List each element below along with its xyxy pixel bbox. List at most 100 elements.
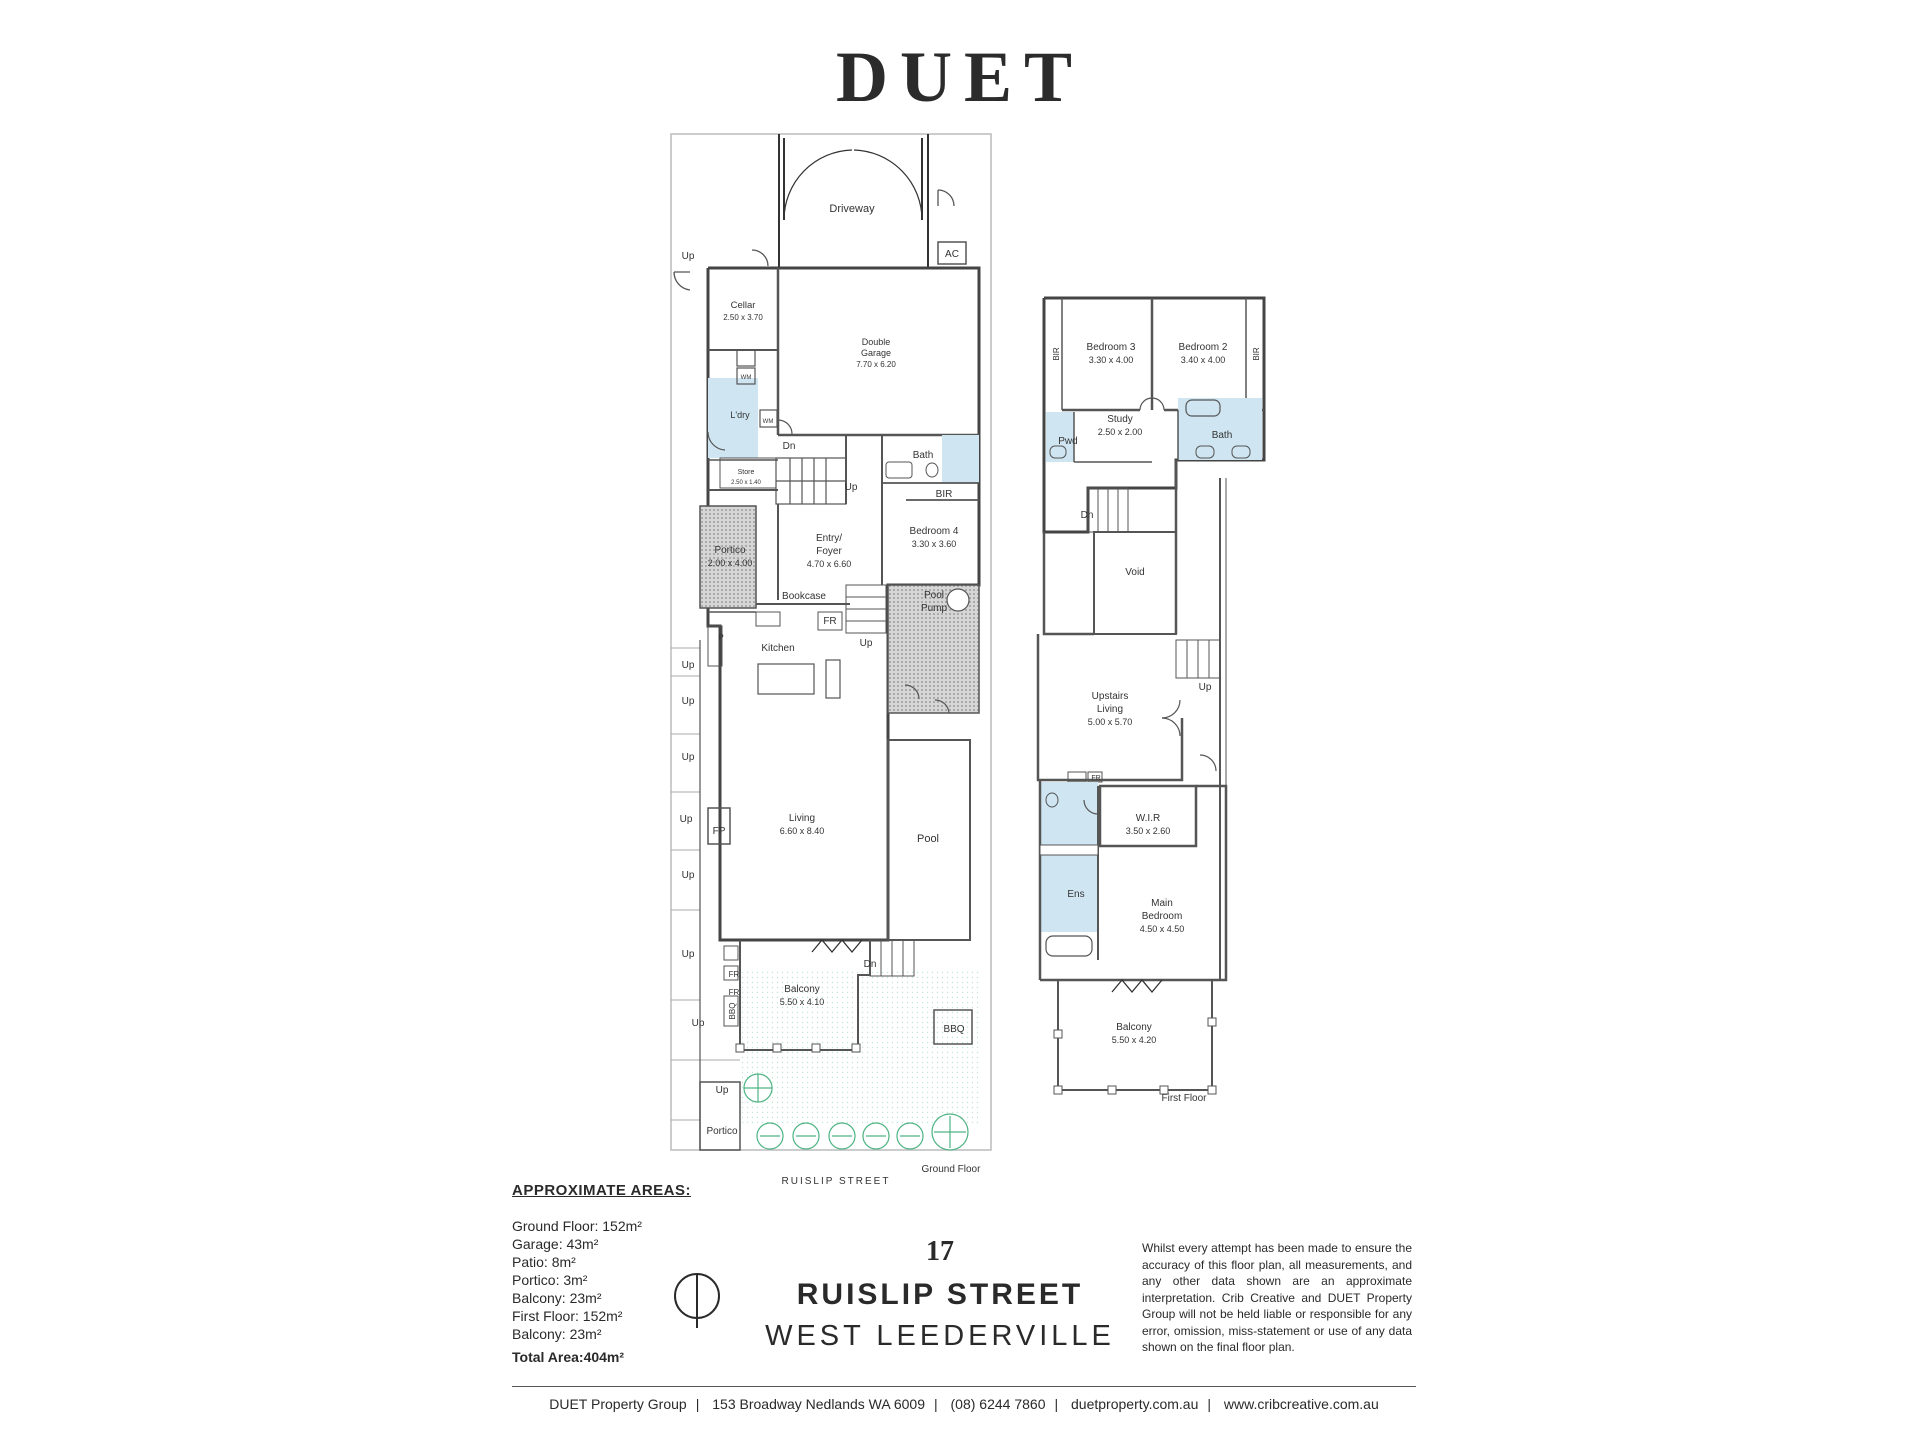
label-p: P bbox=[718, 633, 723, 642]
label-entry-1: Entry/ bbox=[816, 533, 842, 544]
ground-floor bbox=[670, 133, 992, 1151]
kitchen-island bbox=[757, 663, 815, 695]
label-pool: Pool bbox=[917, 833, 939, 845]
bbq-box bbox=[933, 1009, 973, 1045]
void bbox=[1093, 531, 1177, 635]
label-side-up: Up bbox=[682, 752, 695, 763]
label-ff-balcony-dims: 5.50 x 4.20 bbox=[1112, 1035, 1157, 1045]
pwd-wet bbox=[1046, 412, 1074, 462]
side-door bbox=[673, 271, 691, 291]
label-bbq-2: BBQ bbox=[943, 1024, 964, 1035]
area-total: Total Area:404m² bbox=[512, 1349, 625, 1365]
north-compass-icon bbox=[674, 1273, 720, 1328]
label-side-up: Up bbox=[692, 1018, 705, 1029]
brand-logo: DUET bbox=[835, 37, 1085, 117]
area-item: Portico: 3m² bbox=[512, 1272, 588, 1288]
label-portico: Portico bbox=[714, 545, 746, 556]
bath-wet bbox=[942, 435, 979, 483]
label-bir: BIR bbox=[936, 489, 953, 500]
label-portico-up: Up bbox=[716, 1085, 729, 1096]
label-bir-1: BIR bbox=[1052, 347, 1061, 361]
label-stair-up: Up bbox=[845, 482, 858, 493]
label-driveway: Driveway bbox=[829, 203, 875, 215]
label-balcony-dims: 5.50 x 4.10 bbox=[780, 997, 825, 1007]
approximate-areas: APPROXIMATE AREAS: Ground Floor: 152m² G… bbox=[512, 1182, 812, 1365]
address-suburb: WEST LEEDERVILLE bbox=[765, 1320, 1115, 1352]
area-item: First Floor: 152m² bbox=[512, 1308, 623, 1324]
label-portico-2: Portico bbox=[706, 1126, 738, 1137]
footer: DUET Property Group| 153 Broadway Nedlan… bbox=[549, 1396, 1379, 1412]
label-bir-2: BIR bbox=[1252, 347, 1261, 361]
laundry-area bbox=[708, 378, 758, 458]
label-ground-floor: Ground Floor bbox=[922, 1164, 982, 1175]
label-study: Study bbox=[1107, 414, 1133, 425]
label-main-bedroom-1: Main bbox=[1151, 898, 1173, 909]
label-wir: W.I.R bbox=[1136, 813, 1160, 824]
label-wir-dims: 3.50 x 2.60 bbox=[1126, 826, 1171, 836]
footer-crib-link[interactable]: www.cribcreative.com.au bbox=[1223, 1396, 1379, 1412]
label-pool-pump-1: Pool bbox=[924, 590, 944, 601]
label-ff-bath: Bath bbox=[1212, 430, 1233, 441]
label-entry-dims: 4.70 x 6.60 bbox=[807, 559, 852, 569]
address-street: RUISLIP STREET bbox=[796, 1278, 1084, 1311]
garden-shrubs bbox=[743, 1073, 969, 1151]
label-street: RUISLIP STREET bbox=[782, 1176, 891, 1187]
label-bedroom4: Bedroom 4 bbox=[910, 526, 959, 537]
ensuite-wet bbox=[1040, 782, 1098, 932]
label-cellar-dims: 2.50 x 3.70 bbox=[723, 313, 763, 322]
label-bedroom2-dims: 3.40 x 4.00 bbox=[1181, 355, 1226, 365]
portico-area bbox=[699, 505, 757, 609]
label-bbq-1: BBQ bbox=[728, 1003, 737, 1020]
area-item: Balcony: 23m² bbox=[512, 1290, 602, 1306]
label-main-bedroom-dims: 4.50 x 4.50 bbox=[1140, 924, 1185, 934]
label-side-up: Up bbox=[682, 696, 695, 707]
label-balcony: Balcony bbox=[784, 984, 820, 995]
disclaimer: Whilst every attempt has been made to en… bbox=[1142, 1241, 1412, 1354]
label-wm-2: WM bbox=[763, 419, 774, 425]
footer-address: 153 Broadway Nedlands WA 6009 bbox=[712, 1396, 925, 1412]
label-study-dims: 2.50 x 2.00 bbox=[1098, 427, 1143, 437]
label-up: Up bbox=[682, 251, 695, 262]
label-bath: Bath bbox=[913, 450, 934, 461]
footer-phone: (08) 6244 7860 bbox=[950, 1396, 1046, 1412]
label-side-up: Up bbox=[680, 814, 693, 825]
label-fr-3: FR bbox=[729, 988, 740, 997]
label-pwd: Pwd bbox=[1058, 436, 1077, 447]
label-garage-dims: 7.70 x 6.20 bbox=[856, 360, 896, 369]
label-bedroom3: Bedroom 3 bbox=[1087, 342, 1136, 353]
label-bedroom3-dims: 3.30 x 4.00 bbox=[1089, 355, 1134, 365]
areas-title: APPROXIMATE AREAS: bbox=[512, 1182, 692, 1199]
area-item: Ground Floor: 152m² bbox=[512, 1218, 642, 1234]
lower-portico bbox=[699, 1081, 741, 1151]
label-portico-dims: 2.00 x 4.00 bbox=[708, 558, 753, 568]
label-side-up: Up bbox=[682, 870, 695, 881]
label-upstairs-living-2: Living bbox=[1097, 704, 1123, 715]
label-bookcase: Bookcase bbox=[782, 591, 826, 602]
first-floor bbox=[1036, 296, 1266, 1095]
area-list: Ground Floor: 152m² Garage: 43m² Patio: … bbox=[512, 1217, 812, 1343]
footer-website-link[interactable]: duetproperty.com.au bbox=[1071, 1396, 1199, 1412]
driveway-gates bbox=[778, 134, 929, 269]
label-store-dims: 2.50 x 1.40 bbox=[731, 480, 761, 486]
footer-company: DUET Property Group bbox=[549, 1396, 687, 1412]
label-ens: Ens bbox=[1067, 889, 1084, 900]
label-kitchen-up: Up bbox=[860, 638, 873, 649]
label-cellar: Cellar bbox=[731, 300, 756, 311]
property-address: 17 RUISLIP STREET WEST LEEDERVILLE bbox=[740, 1236, 1140, 1353]
side-steps bbox=[671, 647, 740, 1121]
label-garage-2: Garage bbox=[861, 348, 891, 358]
label-balcony-dn: Dn bbox=[864, 959, 877, 970]
label-ff-dn: Dn bbox=[1081, 510, 1094, 521]
address-number: 17 bbox=[926, 1236, 954, 1267]
label-ff-balcony: Balcony bbox=[1116, 1022, 1152, 1033]
area-item: Garage: 43m² bbox=[512, 1236, 599, 1252]
label-side-up: Up bbox=[682, 949, 695, 960]
label-living-dims: 6.60 x 8.40 bbox=[780, 826, 825, 836]
fireplace bbox=[707, 807, 731, 845]
label-entry-2: Foyer bbox=[816, 546, 842, 557]
label-main-bedroom-2: Bedroom bbox=[1142, 911, 1183, 922]
label-kitchen: Kitchen bbox=[761, 643, 794, 654]
label-wm-1: WM bbox=[741, 375, 752, 381]
site-boundary bbox=[670, 133, 992, 1151]
